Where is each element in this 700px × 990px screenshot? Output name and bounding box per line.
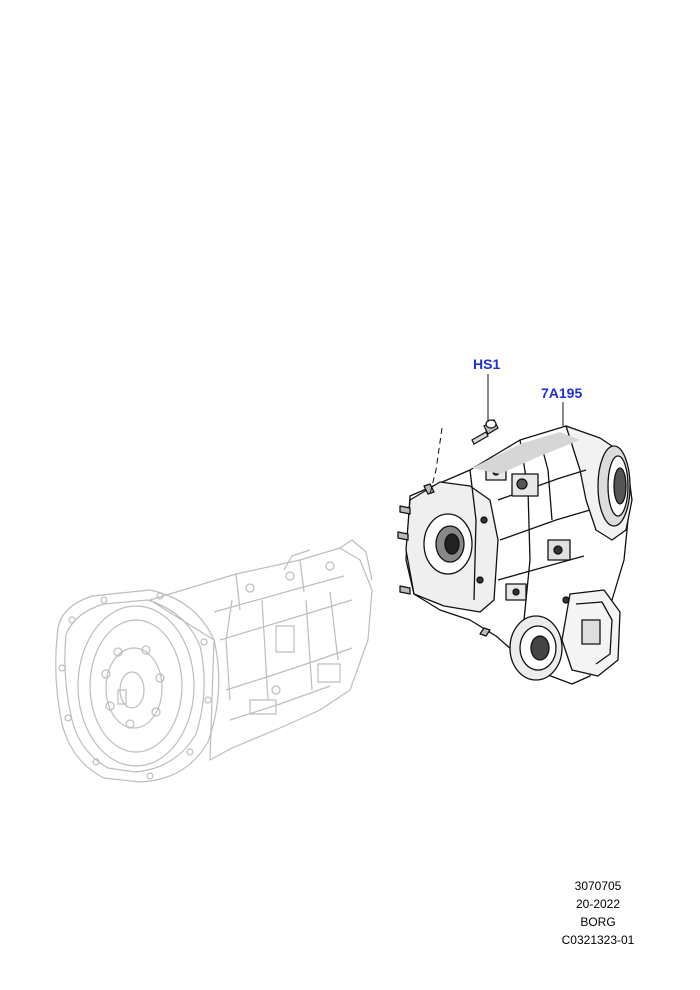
transfer-case-illustration[interactable] — [397, 425, 633, 685]
diagram-illustration-code: C0321323-01 — [561, 933, 635, 947]
callout-7a195[interactable]: 7A195 — [541, 385, 583, 401]
bolt-hs1-illustration[interactable] — [471, 419, 499, 445]
diagram-supplier: BORG — [580, 915, 616, 929]
leader-lines — [429, 374, 564, 495]
callout-hs1[interactable]: HS1 — [473, 356, 501, 372]
diagram-date-code: 20-2022 — [575, 897, 621, 911]
diagram-reference-number: 3070705 — [574, 879, 622, 893]
transmission-illustration — [55, 539, 373, 783]
